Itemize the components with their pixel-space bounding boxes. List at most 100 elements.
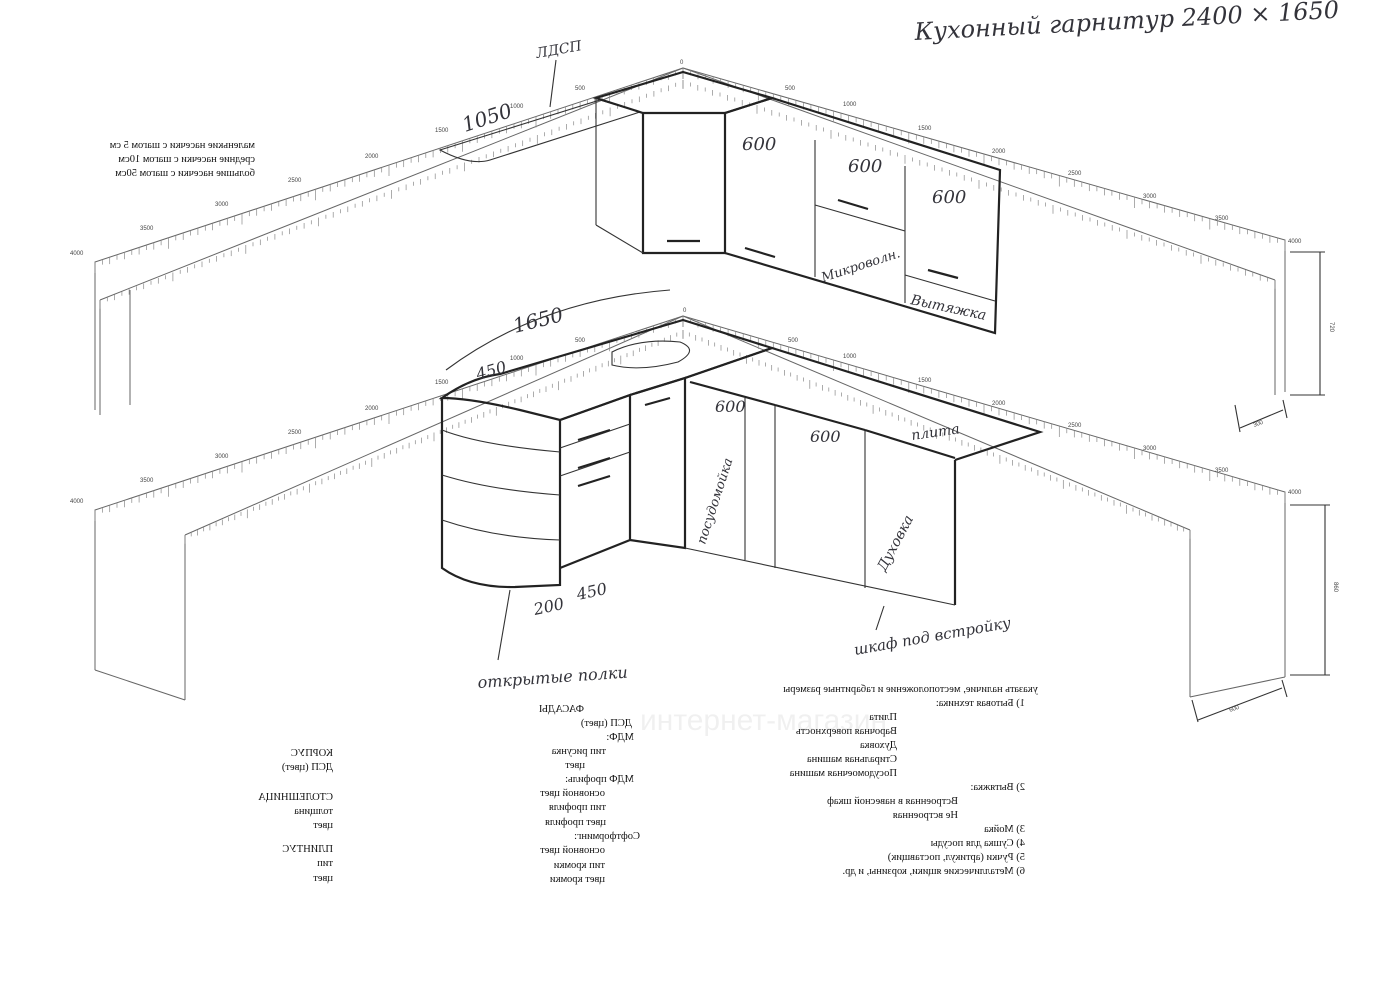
lower-bottom-200: 200 xyxy=(531,594,566,619)
upper-left-tick-2000: 2000 xyxy=(365,154,379,160)
appliances-heading: 1) Бытовая техника: xyxy=(936,698,1025,709)
upper-scale-labels: 0 500 1000 1500 2000 2500 3000 3500 4000… xyxy=(70,60,1302,257)
upper-right-tick-3500: 3500 xyxy=(1215,216,1229,222)
lower-right-tick-1000: 1000 xyxy=(843,354,857,360)
lower-corner-450: 450 xyxy=(473,357,509,384)
countertop-line-2: цвет xyxy=(313,820,333,831)
facades-heading: ФАСАДЫ xyxy=(539,704,584,715)
lower-builtin-note: шкаф под встройку xyxy=(853,614,1013,659)
lower-left-tick-3500: 3500 xyxy=(140,478,154,484)
lower-left-tick-4000: 4000 xyxy=(70,499,84,505)
lower-length-note: 1650 xyxy=(510,302,565,338)
hood-heading: 2) Вытяжка: xyxy=(970,782,1025,793)
upper-cab3-width: 600 xyxy=(932,187,966,208)
lower-wall-frame xyxy=(94,315,1286,701)
lower-right-tick-500: 500 xyxy=(788,338,799,344)
form-text: указать наличие, местоположение и габари… xyxy=(258,684,1038,885)
extra-2: 4) Сушка для посуды xyxy=(931,838,1025,849)
upper-left-tick-2500: 2500 xyxy=(288,178,302,184)
body-heading: КОРПУС xyxy=(291,748,333,759)
upper-left-tick-1000: 1000 xyxy=(510,104,524,110)
appliance-5: Посудомоечная машина xyxy=(789,768,897,779)
drawing-title: Кухонный гарнитур 2400 × 1650 xyxy=(913,0,1340,46)
upper-left-tick-3000: 3000 xyxy=(215,202,229,208)
facades-line-11: тип кромки xyxy=(553,860,605,871)
upper-depth-label: 300 xyxy=(1253,420,1265,429)
lower-right-tick-2500: 2500 xyxy=(1068,423,1082,429)
facades-line-10: основной цвет xyxy=(540,845,605,856)
upper-right-tick-2000: 2000 xyxy=(992,149,1006,155)
scale-note-large: большие насечки с шагом 50см xyxy=(115,168,255,179)
lower-dimensions: 860 600 xyxy=(1191,504,1338,723)
plinth-heading: ПЛИНТУС xyxy=(282,844,333,855)
hood-option-2: Не встроенная xyxy=(893,810,958,821)
upper-origin-label: 0 xyxy=(680,60,684,66)
upper-left-tick-500: 500 xyxy=(575,86,586,92)
extra-4: 6) Металлические ящики, корзины, и др. xyxy=(842,866,1025,877)
lower-left-tick-1500: 1500 xyxy=(435,380,449,386)
facades-line-9: Софтформинг: xyxy=(574,831,640,842)
lower-oven-note: Духовка xyxy=(874,513,917,575)
upper-right-tick-1500: 1500 xyxy=(918,126,932,132)
extra-3: 5) Ручки (артикул, поставщик) xyxy=(887,852,1025,863)
upper-height-label: 720 xyxy=(1328,322,1334,333)
facades-line-6: основной цвет xyxy=(540,788,605,799)
appliance-3: Духовка xyxy=(860,740,897,751)
upper-right-tick-3000: 3000 xyxy=(1143,194,1157,200)
upper-right-tick-4000: 4000 xyxy=(1288,239,1302,245)
upper-cab2-width: 600 xyxy=(848,156,882,177)
appliance-2: Варочная поверхность xyxy=(796,726,897,737)
lower-right-tick-3000: 3000 xyxy=(1143,446,1157,452)
appliances-header: указать наличие, местоположение и габари… xyxy=(783,684,1038,695)
upper-right-tick-500: 500 xyxy=(785,86,796,92)
lower-cab2-width: 600 xyxy=(810,427,841,446)
upper-left-tick-4000: 4000 xyxy=(70,251,84,257)
facades-line-7: тип профиля xyxy=(549,802,606,813)
upper-right-tick-2500: 2500 xyxy=(1068,171,1082,177)
facades-line-1: ДСП (цвет) xyxy=(580,718,632,729)
lower-left-tick-2000: 2000 xyxy=(365,406,379,412)
lower-cab1-width: 600 xyxy=(715,397,746,416)
scale-note-small: маленькие насечки с шагом 5 см xyxy=(109,140,255,151)
facades-line-8: цвет профиля xyxy=(545,817,606,828)
lower-stove-note: плита xyxy=(910,421,960,444)
lower-cabinets xyxy=(438,318,1044,606)
upper-cab1-width: 600 xyxy=(742,134,776,155)
hood-option-1: Встроенная в навесной шкаф xyxy=(827,796,958,807)
lower-right-tick-2000: 2000 xyxy=(992,401,1006,407)
upper-right-tick-1000: 1000 xyxy=(843,102,857,108)
body-line-1: ДСП (цвет) xyxy=(281,762,333,773)
upper-open-shelf xyxy=(438,99,642,163)
lower-handwritten-notes: 1650 450 600 600 плита посудомойка Духов… xyxy=(445,289,1013,692)
lower-left-tick-1000: 1000 xyxy=(510,356,524,362)
upper-dimensions: 720 300 xyxy=(1234,251,1334,433)
lower-dishwasher-note: посудомойка xyxy=(695,456,737,546)
facades-line-4: цвет xyxy=(565,760,585,771)
facades-line-12: цвет кромки xyxy=(549,874,605,885)
appliance-1: Плита xyxy=(869,712,897,723)
facades-line-2: МДФ: xyxy=(606,732,634,743)
upper-left-tick-1500: 1500 xyxy=(435,128,449,134)
plinth-line-1: тип xyxy=(317,858,333,869)
lower-depth-label: 600 xyxy=(1229,705,1241,714)
countertop-heading: СТОЛЕШНИЦА xyxy=(258,792,333,803)
scale-notes: маленькие насечки с шагом 5 см средние н… xyxy=(109,140,255,179)
lower-right-tick-4000: 4000 xyxy=(1288,490,1302,496)
extra-1: 3) Мойка xyxy=(984,824,1025,835)
lower-right-tick-1500: 1500 xyxy=(918,378,932,384)
scale-note-medium: средние насечки с шагом 10см xyxy=(118,154,255,165)
plinth-line-2: цвет xyxy=(313,873,333,884)
upper-microwave-note: Микроволн. xyxy=(819,246,903,286)
countertop-line-1: толщина xyxy=(294,806,333,817)
facades-line-3: тип рисунка xyxy=(551,746,606,757)
upper-cabinets xyxy=(438,70,1002,335)
lower-origin-label: 0 xyxy=(683,308,687,314)
lower-bottom-450: 450 xyxy=(574,579,609,604)
lower-left-tick-2500: 2500 xyxy=(288,430,302,436)
lower-scale-labels: 0 500 1000 1500 2000 2500 3000 3500 4000… xyxy=(70,308,1302,505)
sink xyxy=(611,340,691,369)
lower-left-tick-3000: 3000 xyxy=(215,454,229,460)
lower-open-shelves-note: открытые полки xyxy=(477,663,628,692)
watermark: интернет-магазин xyxy=(640,704,887,737)
